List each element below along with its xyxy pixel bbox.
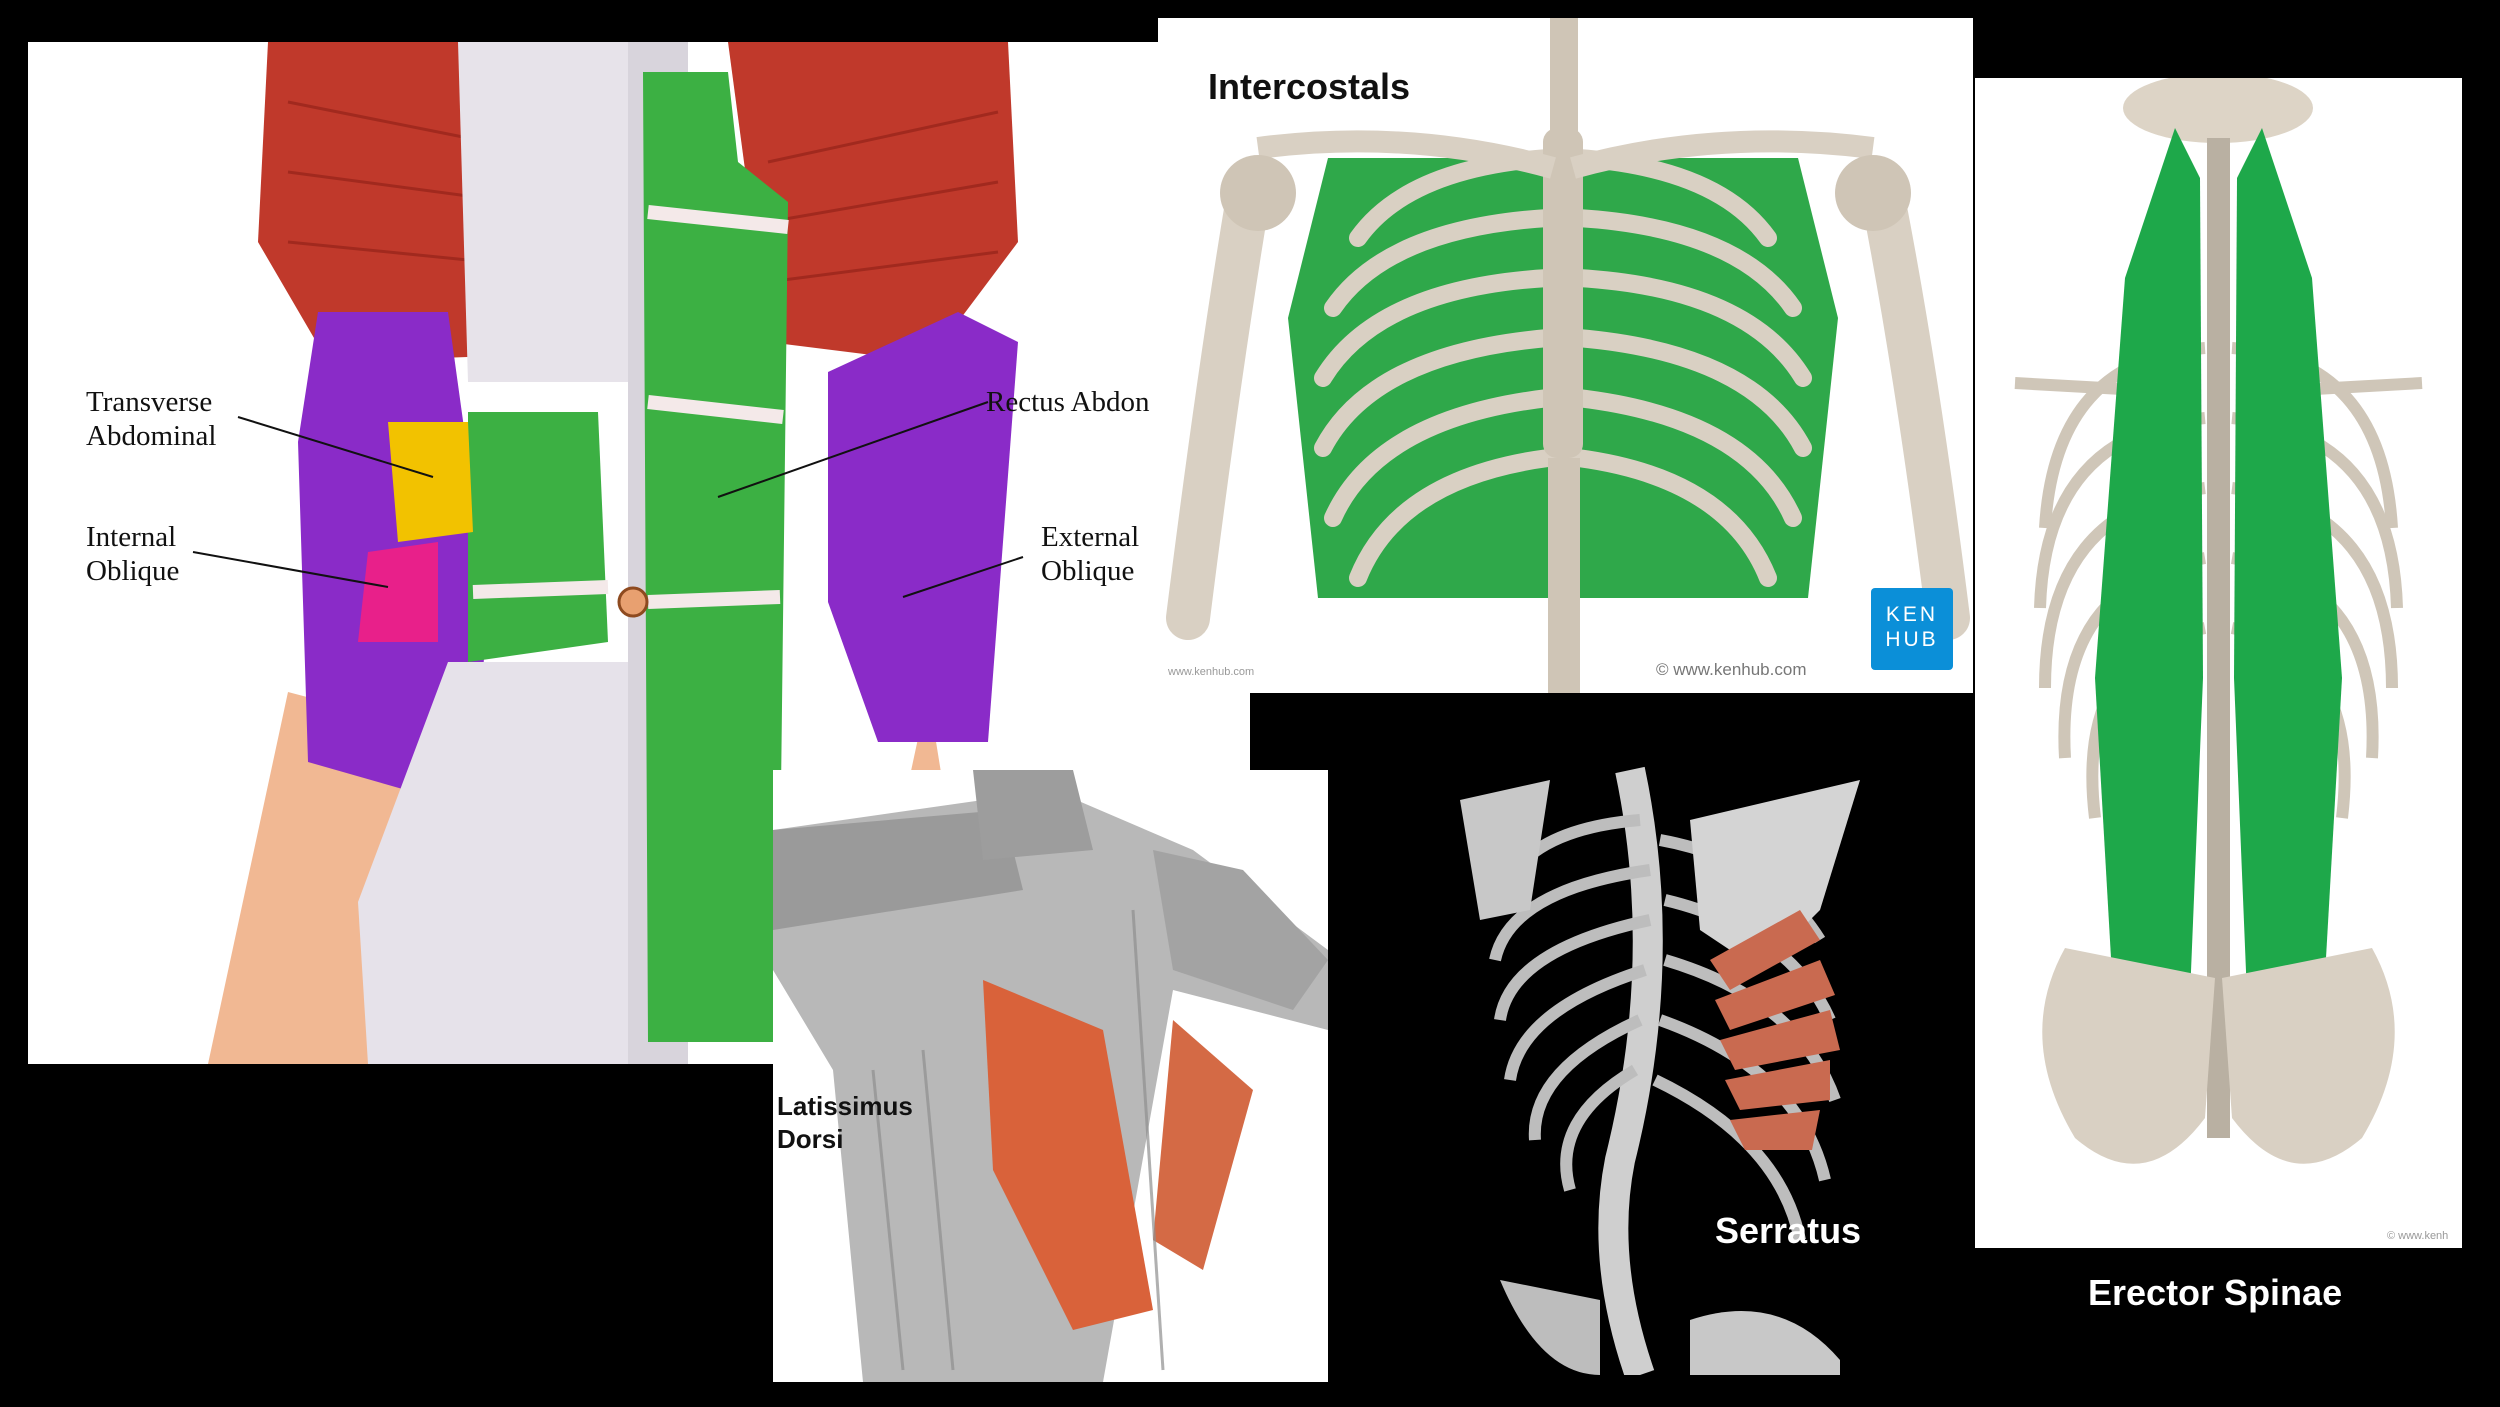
external-oblique-label: External Oblique xyxy=(1041,521,1140,587)
transverse-abdominal-label: Transverse Abdominal xyxy=(86,386,217,452)
serratus-panel: Serratus xyxy=(1440,760,1900,1375)
rectus-abdominis-label: Rectus Abdon xyxy=(986,386,1150,418)
rib-cage-illustration xyxy=(1166,18,1970,693)
intercostals-panel: Intercostals KEN HUB www.kenhub.com © ww… xyxy=(1158,18,1973,693)
internal-oblique-label: Internal Oblique xyxy=(86,521,180,587)
erector-credit: © www.kenh xyxy=(2387,1230,2449,1242)
abdominal-illustration xyxy=(192,42,1024,1064)
erector-spinae-panel: © www.kenh xyxy=(1975,78,2462,1248)
serratus-label: Serratus xyxy=(1715,1210,1862,1251)
intercostals-title: Intercostals xyxy=(1208,66,1411,107)
back-muscles-illustration xyxy=(773,770,1328,1382)
abdominal-muscles-panel: Transverse Abdominal Internal Oblique Re… xyxy=(28,42,1250,1064)
spine-illustration xyxy=(2014,78,2423,1164)
kenhub-logo-line2: HUB xyxy=(1885,628,1939,651)
latissimus-dorsi-panel: Latissimus Dorsi xyxy=(773,770,1328,1382)
erector-spinae-label: Erector Spinae xyxy=(2088,1272,2343,1313)
kenhub-credit-main: © www.kenhub.com xyxy=(1656,660,1807,679)
kenhub-credit-small: www.kenhub.com xyxy=(1168,666,1255,678)
serratus-illustration xyxy=(1460,766,1860,1375)
kenhub-logo: KEN HUB xyxy=(1871,588,1953,670)
latissimus-dorsi-label: Latissimus Dorsi xyxy=(777,1091,913,1154)
kenhub-logo-line1: KEN xyxy=(1885,603,1939,626)
